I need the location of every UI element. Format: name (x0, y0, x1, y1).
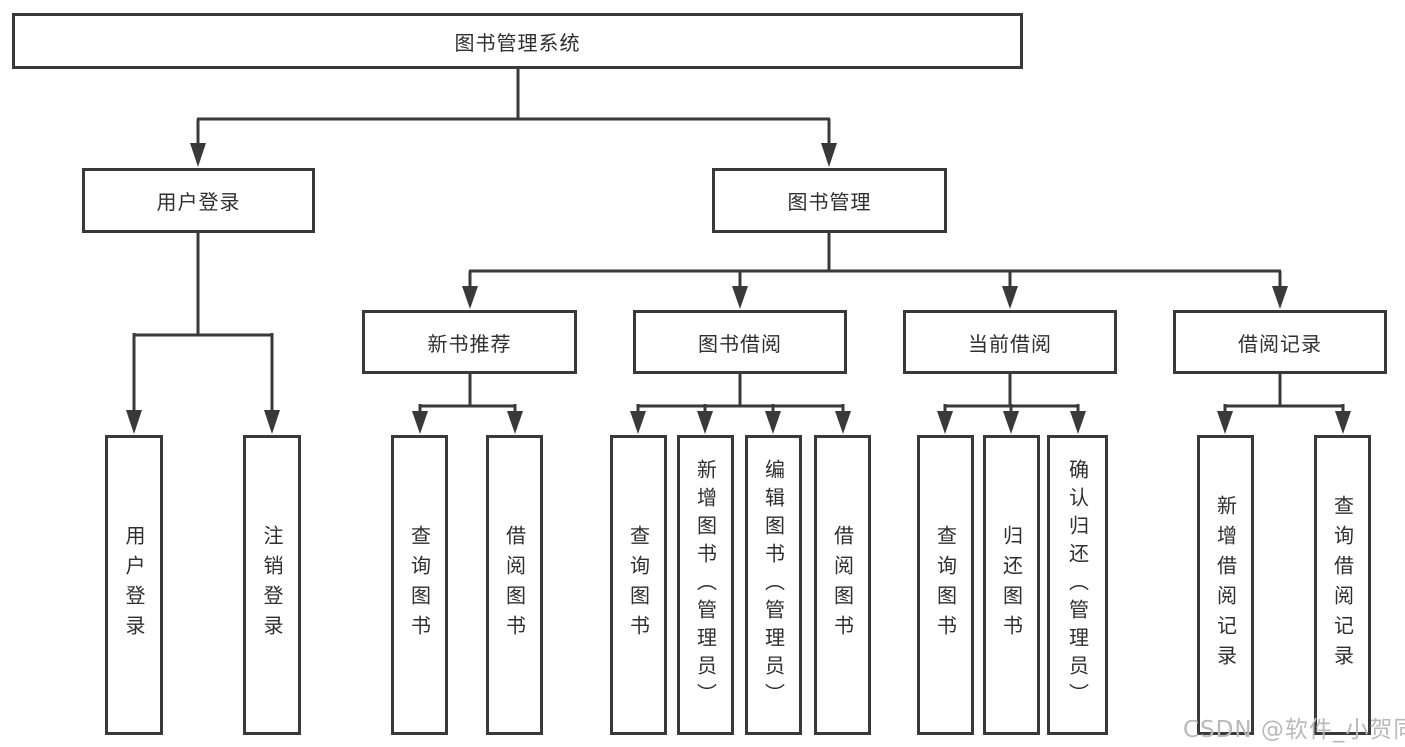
leaf-confirm-return-admin: 确认归还（管理员） (1047, 435, 1108, 735)
leaf-borrow-book-label: 借阅图书 (830, 525, 855, 645)
node-book-borrow: 图书借阅 (633, 310, 847, 374)
leaf-logout-label: 注销登录 (260, 525, 284, 645)
node-root-label: 图书管理系统 (454, 30, 581, 55)
node-book-borrow-label: 图书借阅 (698, 331, 782, 356)
node-current-borrow-label: 当前借阅 (968, 331, 1052, 356)
node-borrow-record: 借阅记录 (1173, 310, 1387, 374)
node-new-book-recommend-label: 新书推荐 (427, 331, 512, 356)
leaf-query-book-recommend: 查询图书 (391, 435, 448, 735)
leaf-add-borrow-record: 新增借阅记录 (1197, 435, 1254, 735)
node-book-management-label: 图书管理 (787, 190, 872, 214)
node-user-login: 用户登录 (82, 168, 315, 233)
node-current-borrow: 当前借阅 (903, 310, 1117, 374)
leaf-borrow-book-recommend: 借阅图书 (486, 435, 543, 735)
node-borrow-record-label: 借阅记录 (1238, 331, 1322, 356)
node-user-login-label: 用户登录 (156, 190, 241, 214)
leaf-query-book-current: 查询图书 (917, 435, 974, 735)
leaf-query-borrow-record-label: 查询借阅记录 (1330, 495, 1355, 675)
leaf-borrow-book: 借阅图书 (814, 435, 871, 735)
leaf-query-book-borrow-label: 查询图书 (626, 525, 651, 645)
leaf-edit-book-admin: 编辑图书（管理员） (745, 435, 802, 735)
leaf-edit-book-admin-label: 编辑图书（管理员） (761, 459, 786, 711)
node-book-management: 图书管理 (712, 168, 947, 233)
leaf-user-login: 用户登录 (105, 435, 163, 735)
leaf-add-borrow-record-label: 新增借阅记录 (1213, 495, 1238, 675)
leaf-query-book-borrow: 查询图书 (610, 435, 667, 735)
leaf-add-book-admin: 新增图书（管理员） (677, 435, 734, 735)
leaf-logout: 注销登录 (243, 435, 301, 735)
csdn-watermark: CSDN @软件_小贺同学 (1183, 717, 1405, 743)
leaf-confirm-return-admin-label: 确认归还（管理员） (1065, 459, 1090, 711)
leaf-user-login-label: 用户登录 (122, 525, 146, 645)
leaf-query-borrow-record: 查询借阅记录 (1314, 435, 1371, 735)
node-root: 图书管理系统 (12, 13, 1023, 69)
leaf-add-book-admin-label: 新增图书（管理员） (693, 459, 718, 711)
leaf-return-book: 归还图书 (983, 435, 1040, 735)
leaf-return-book-label: 归还图书 (999, 525, 1024, 645)
leaf-borrow-book-recommend-label: 借阅图书 (502, 525, 527, 645)
leaf-query-book-recommend-label: 查询图书 (407, 525, 432, 645)
node-new-book-recommend: 新书推荐 (362, 310, 577, 374)
leaf-query-book-current-label: 查询图书 (933, 525, 958, 645)
